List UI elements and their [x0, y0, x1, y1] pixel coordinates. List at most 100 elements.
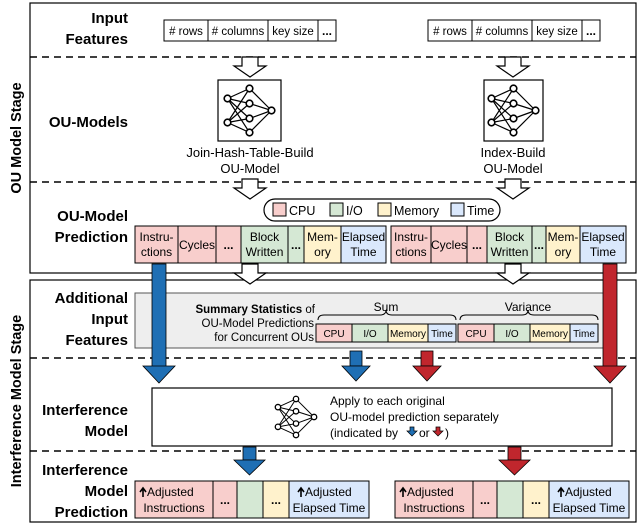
interference-model-box — [151, 387, 613, 447]
dots-label: ... — [220, 493, 230, 507]
input-feature-cell — [317, 19, 337, 42]
interference-prediction-right: AdjustedInstructions......AdjustedElapse… — [394, 480, 630, 519]
prediction-cell — [215, 225, 242, 264]
adjusted-label: Adjusted — [147, 485, 194, 499]
additional-input-features-label-2: Input — [91, 311, 128, 328]
prediction-cell-label: ctions — [141, 245, 172, 259]
sum-cell-label: CPU — [323, 329, 344, 340]
up-arrow-icon — [297, 486, 305, 497]
up-arrow-icon — [557, 486, 565, 497]
additional-input-features-label-3: Features — [65, 332, 128, 349]
prediction-cell-label: Instru- — [394, 230, 428, 244]
prediction-cell-label: Written — [246, 245, 284, 259]
ou-model-stage-frame — [29, 2, 637, 274]
sum-brace — [317, 309, 457, 321]
variance-brace — [459, 309, 599, 321]
ou-model-left-suffix: OU-Model — [220, 161, 279, 176]
adjusted-metric-label: Elapsed Time — [293, 501, 366, 515]
interference-text-2: OU-model prediction separately — [330, 410, 499, 424]
legend-swatch — [272, 202, 287, 217]
up-arrow-icon — [139, 486, 147, 497]
row-labels: Input Features OU-Models OU-Model Predic… — [42, 10, 128, 521]
blue-output-arrow — [233, 446, 266, 476]
variance-cell — [569, 323, 599, 343]
prediction-cell-label: ... — [291, 238, 301, 252]
flow-arrow — [496, 56, 530, 78]
input-feature-label: ... — [586, 24, 596, 38]
up-arrow-icon — [399, 486, 407, 497]
prediction-cell-label: ... — [472, 238, 482, 252]
input-feature-label: ... — [322, 24, 332, 38]
prediction-cell-label: ory — [314, 245, 331, 259]
flow-arrow — [496, 263, 530, 285]
sum-cell-label: I/O — [363, 329, 377, 340]
interference-prediction-cell — [522, 480, 550, 519]
ou-model-stage-label: OU Model Stage — [9, 82, 25, 193]
input-features-label-2: Features — [65, 31, 128, 48]
prediction-cell-label: Time — [350, 245, 377, 259]
red-summary-arrow — [412, 350, 442, 382]
prediction-cell-label: Instru- — [139, 230, 173, 244]
adjusted-label: Adjusted — [305, 485, 352, 499]
input-feature-label: key size — [272, 26, 314, 38]
blue-summary-arrow — [341, 350, 371, 382]
prediction-cell-label: Elapsed — [581, 230, 624, 244]
summary-subtitle: OU-Model Predictions — [202, 318, 315, 330]
sum-group-label: Sum — [374, 300, 399, 314]
interference-model-label-1: Interference — [42, 402, 128, 419]
prediction-cell — [579, 225, 627, 264]
interference-prediction-cell — [288, 480, 370, 519]
input-features-label-1: Input — [91, 10, 128, 27]
ou-model-right-suffix: OU-Model — [483, 161, 542, 176]
prediction-cell — [390, 225, 432, 264]
dots-label: ... — [271, 493, 281, 507]
interference-prediction-cell — [134, 480, 214, 519]
ou-models-label: OU-Models — [49, 114, 128, 131]
variance-cell-label: CPU — [465, 329, 486, 340]
prediction-cell-label: Mem- — [548, 230, 579, 244]
interference-model-stage-label: Interference Model Stage — [9, 315, 25, 487]
red-output-arrow — [498, 446, 531, 476]
summary-subtitle-2: for Concurrent OUs — [214, 332, 314, 344]
prediction-cell-label: Elapsed — [342, 230, 385, 244]
variance-group-label: Variance — [505, 300, 552, 314]
ou-model-prediction-label-1: OU-Model — [57, 208, 128, 225]
prediction-cell-label: Cycles — [179, 238, 215, 252]
summary-title: Summary Statistics of — [195, 304, 315, 316]
additional-input-features-label-1: Additional — [55, 290, 128, 307]
prediction-cell — [177, 225, 217, 264]
adjusted-label: Adjusted — [407, 485, 454, 499]
red-flow-arrow — [593, 263, 627, 384]
interference-text-or: or — [419, 426, 430, 440]
adjusted-metric-label: Instructions — [143, 501, 204, 515]
legend-label: I/O — [346, 204, 363, 218]
input-feature-cell — [581, 19, 601, 42]
ou-model-prediction-label-2: Prediction — [55, 229, 128, 246]
interference-model-prediction-label-3: Prediction — [55, 504, 128, 521]
dots-label: ... — [480, 493, 490, 507]
interference-model-label-2: Model — [85, 423, 128, 440]
interference-model-stage-frame — [29, 279, 637, 523]
prediction-cell-label: ctions — [395, 245, 426, 259]
sum-cell — [427, 323, 457, 343]
dots-label: ... — [531, 493, 541, 507]
blue-flow-arrow — [142, 263, 176, 384]
prediction-cell — [240, 225, 289, 264]
prediction-cell-label: Block — [250, 230, 280, 244]
prediction-cell — [340, 225, 387, 264]
variance-cell-label: Memory — [532, 329, 568, 340]
interference-prediction-cell — [496, 480, 524, 519]
interference-model-prediction-label-2: Model — [85, 483, 128, 500]
flow-arrow — [233, 56, 267, 78]
legend-swatch — [377, 202, 392, 217]
input-feature-label: key size — [536, 26, 578, 38]
prediction-cell-label: Block — [495, 230, 525, 244]
ou-model-left-name: Join-Hash-Table-Build — [186, 145, 313, 160]
legend-swatch — [329, 202, 344, 217]
variance-cell-label: Time — [573, 329, 595, 340]
interference-text-1: Apply to each original — [330, 394, 445, 408]
